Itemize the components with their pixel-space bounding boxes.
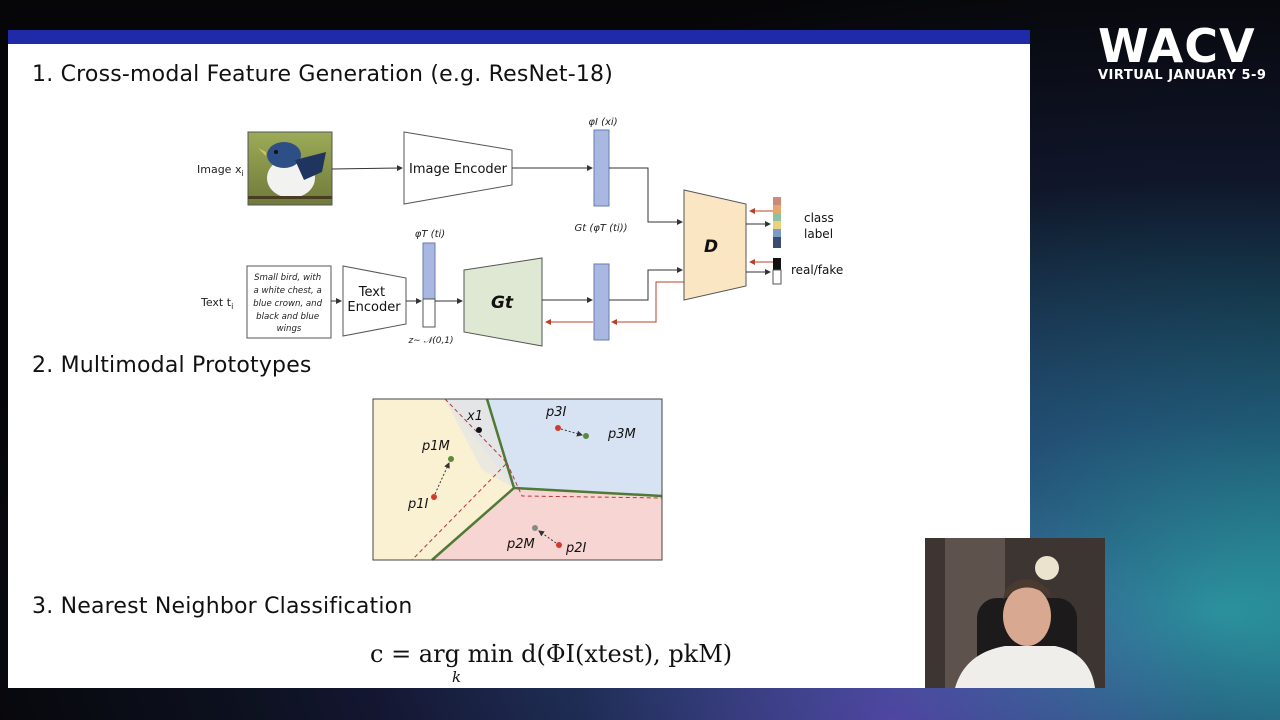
p2-prototype-point: [532, 525, 538, 531]
bird-image: [247, 131, 333, 206]
image-boundary-dashed: [411, 398, 508, 561]
slide-header-bar: [8, 30, 1030, 44]
region-class1: [373, 399, 514, 560]
discriminator-block: [683, 189, 747, 301]
region-class2: [432, 488, 662, 560]
text-input-label: Text ti: [200, 296, 233, 311]
real-fake-vector-top: [773, 258, 781, 270]
gt-feature-bar: [593, 263, 610, 341]
p2I-label: p2I: [565, 541, 587, 556]
heading-multimodal-prototypes: 2. Multimodal Prototypes: [32, 353, 312, 378]
x1-label: x1: [466, 409, 483, 424]
presenter-webcam: [925, 538, 1105, 688]
discriminator-label: D: [704, 237, 718, 257]
phi-t-label: φT (ti): [415, 229, 445, 240]
generator-label: Gt: [491, 293, 514, 313]
phi-i-label: φI (xi): [588, 117, 617, 128]
text-description: Small bird, with a white chest, a blue c…: [253, 273, 325, 334]
presenter-video: [925, 538, 1105, 688]
phi-i-feature-bar: [593, 129, 610, 207]
nearest-neighbor-formula: c = arg min d(ΦI(xtest), pkM) k: [370, 640, 733, 686]
generator-block: [463, 257, 543, 347]
class-label-text: class label: [804, 211, 838, 241]
formula-text: c = arg min d(ΦI(xtest), pkM): [370, 640, 733, 668]
noise-label: z∼ 𝒩(0,1): [407, 336, 453, 346]
presentation-slide: 1. Cross-modal Feature Generation (e.g. …: [8, 30, 1030, 688]
logo-title: WACV: [1098, 19, 1256, 73]
p2M-label: p2M: [506, 537, 535, 552]
p3-image-point: [555, 425, 561, 431]
real-fake-text: real/fake: [791, 263, 843, 277]
prototype-boundary-top: [513, 486, 663, 498]
p3I-label: p3I: [545, 405, 567, 420]
region-uncertain: [445, 399, 514, 488]
image-boundary-dashed-2: [506, 462, 663, 499]
p1I-label: p1I: [407, 497, 429, 512]
class-label-vector: [773, 197, 781, 248]
phi-t-feature-bar: [422, 242, 436, 300]
image-encoder-label: Image Encoder: [409, 162, 508, 177]
text-encoder-label: Text Encoder: [347, 285, 401, 315]
heading-nearest-neighbor: 3. Nearest Neighbor Classification: [32, 594, 413, 619]
p3-prototype-point: [583, 433, 589, 439]
gt-phi-label: Gt (φT (ti)): [574, 223, 627, 234]
logo-subtitle: VIRTUAL JANUARY 5-9: [1098, 68, 1267, 83]
p1-image-point: [431, 494, 437, 500]
p2-image-point: [556, 542, 562, 548]
formula-subscript: k: [452, 668, 462, 686]
noise-vector-bar: [422, 298, 436, 328]
p3M-label: p3M: [607, 427, 636, 442]
image-input-label: Image xi: [197, 163, 244, 178]
p1-prototype-point: [448, 456, 454, 462]
heading-feature-generation: 1. Cross-modal Feature Generation (e.g. …: [32, 62, 614, 87]
region-class3: [445, 399, 662, 496]
real-fake-vector-bottom: [772, 269, 782, 285]
feature-generation-diagram: Image xi Text ti Small bird, with a whit…: [197, 117, 843, 347]
image-encoder-block: [403, 131, 513, 205]
prototype-voronoi-diagram: x1 p1M p1I p3I p3M p2M p2I: [372, 398, 663, 561]
wacv-logo: WACV VIRTUAL JANUARY 5-9: [1098, 22, 1268, 83]
query-point-x1: [476, 427, 482, 433]
text-description-box: [246, 265, 332, 339]
text-encoder-block: [342, 265, 407, 337]
p1M-label: p1M: [421, 439, 450, 454]
